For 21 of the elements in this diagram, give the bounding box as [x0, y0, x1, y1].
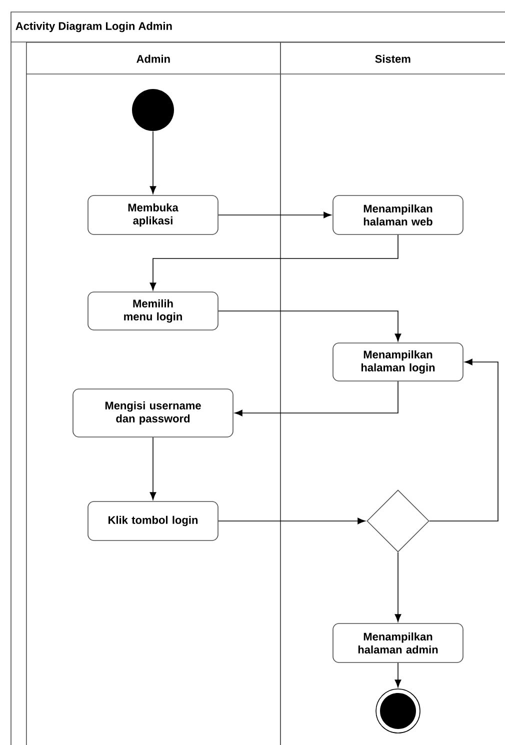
- action-box: Memilih menu login: [88, 292, 218, 330]
- arrow: [218, 212, 332, 218]
- action-box: Menampilkan halaman login: [332, 342, 464, 382]
- arrow: [150, 234, 398, 290]
- arrow: [234, 381, 398, 416]
- action-box: Menampilkan halaman web: [332, 195, 464, 235]
- action-box: Membuka aplikasi: [88, 195, 218, 235]
- end-node: [376, 688, 420, 734]
- start-node: [132, 89, 174, 131]
- action-box: Mengisi username dan password: [72, 388, 234, 438]
- action-box: Klik tombol login: [88, 501, 218, 541]
- arrow: [429, 358, 498, 522]
- arrow: [150, 131, 156, 194]
- arrow: [218, 310, 402, 342]
- action-box: Menampilkan halaman admin: [332, 623, 464, 663]
- arrow: [394, 552, 402, 622]
- arrow: [150, 437, 156, 500]
- arrow: [394, 662, 402, 688]
- decision-diamond: [366, 490, 430, 552]
- diagram-title: Activity Diagram Login Admin: [16, 22, 172, 32]
- arrow: [218, 518, 366, 524]
